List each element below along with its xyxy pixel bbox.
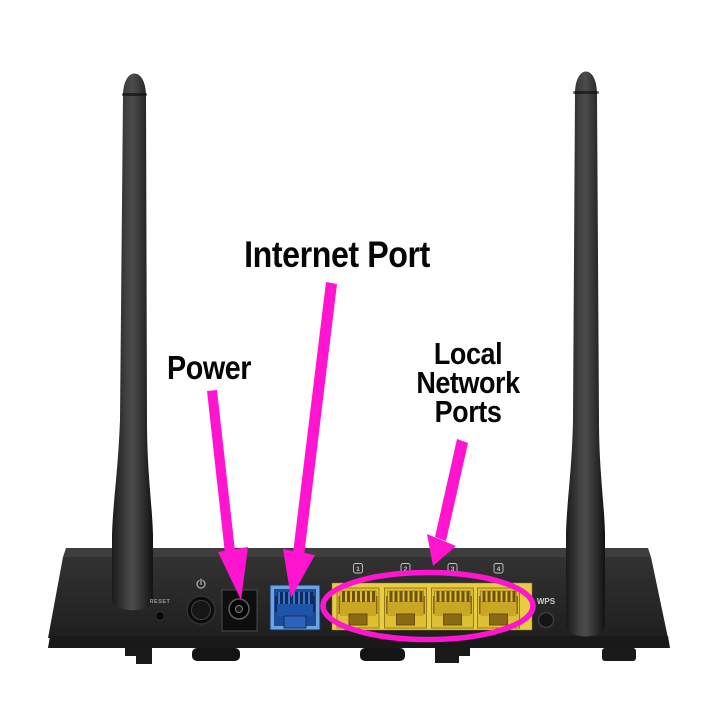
internet-port — [269, 584, 321, 631]
lan-port-number-badge — [353, 563, 363, 574]
lan-port — [477, 587, 520, 629]
internet-port-arrow — [283, 282, 337, 598]
wps-button — [537, 611, 555, 629]
local-network-ports-label-line: Local — [433, 336, 503, 371]
lan-port — [384, 587, 427, 629]
power-label: Power — [167, 349, 251, 386]
lan-port — [336, 587, 380, 629]
lan-port-number: 1 — [356, 566, 360, 573]
lan-port-number: 2 — [404, 566, 408, 573]
reset-pinhole — [155, 611, 165, 621]
lan-port-number-badge — [493, 563, 504, 574]
local-network-ports-label: Local Network Ports — [416, 336, 520, 429]
lan-port-number: 3 — [451, 566, 455, 573]
lan-port — [431, 587, 474, 629]
local-network-ports-arrow — [427, 439, 468, 566]
power-icon — [196, 577, 206, 589]
left-antenna — [112, 73, 153, 611]
power-button — [186, 595, 216, 625]
local-network-ports-highlight — [320, 569, 536, 643]
local-network-ports-label-line: Network — [416, 365, 520, 400]
local-network-ports-label-line: Ports — [434, 394, 502, 429]
wps-label: WPS — [537, 597, 556, 606]
internet-port-label: Internet Port — [244, 234, 430, 275]
router-feet — [125, 648, 636, 664]
power-arrow — [207, 390, 248, 600]
lan-port-number: 4 — [497, 566, 501, 573]
reset-label: RESET — [150, 599, 171, 605]
local-network-ports — [331, 582, 533, 631]
right-antenna — [566, 71, 605, 637]
